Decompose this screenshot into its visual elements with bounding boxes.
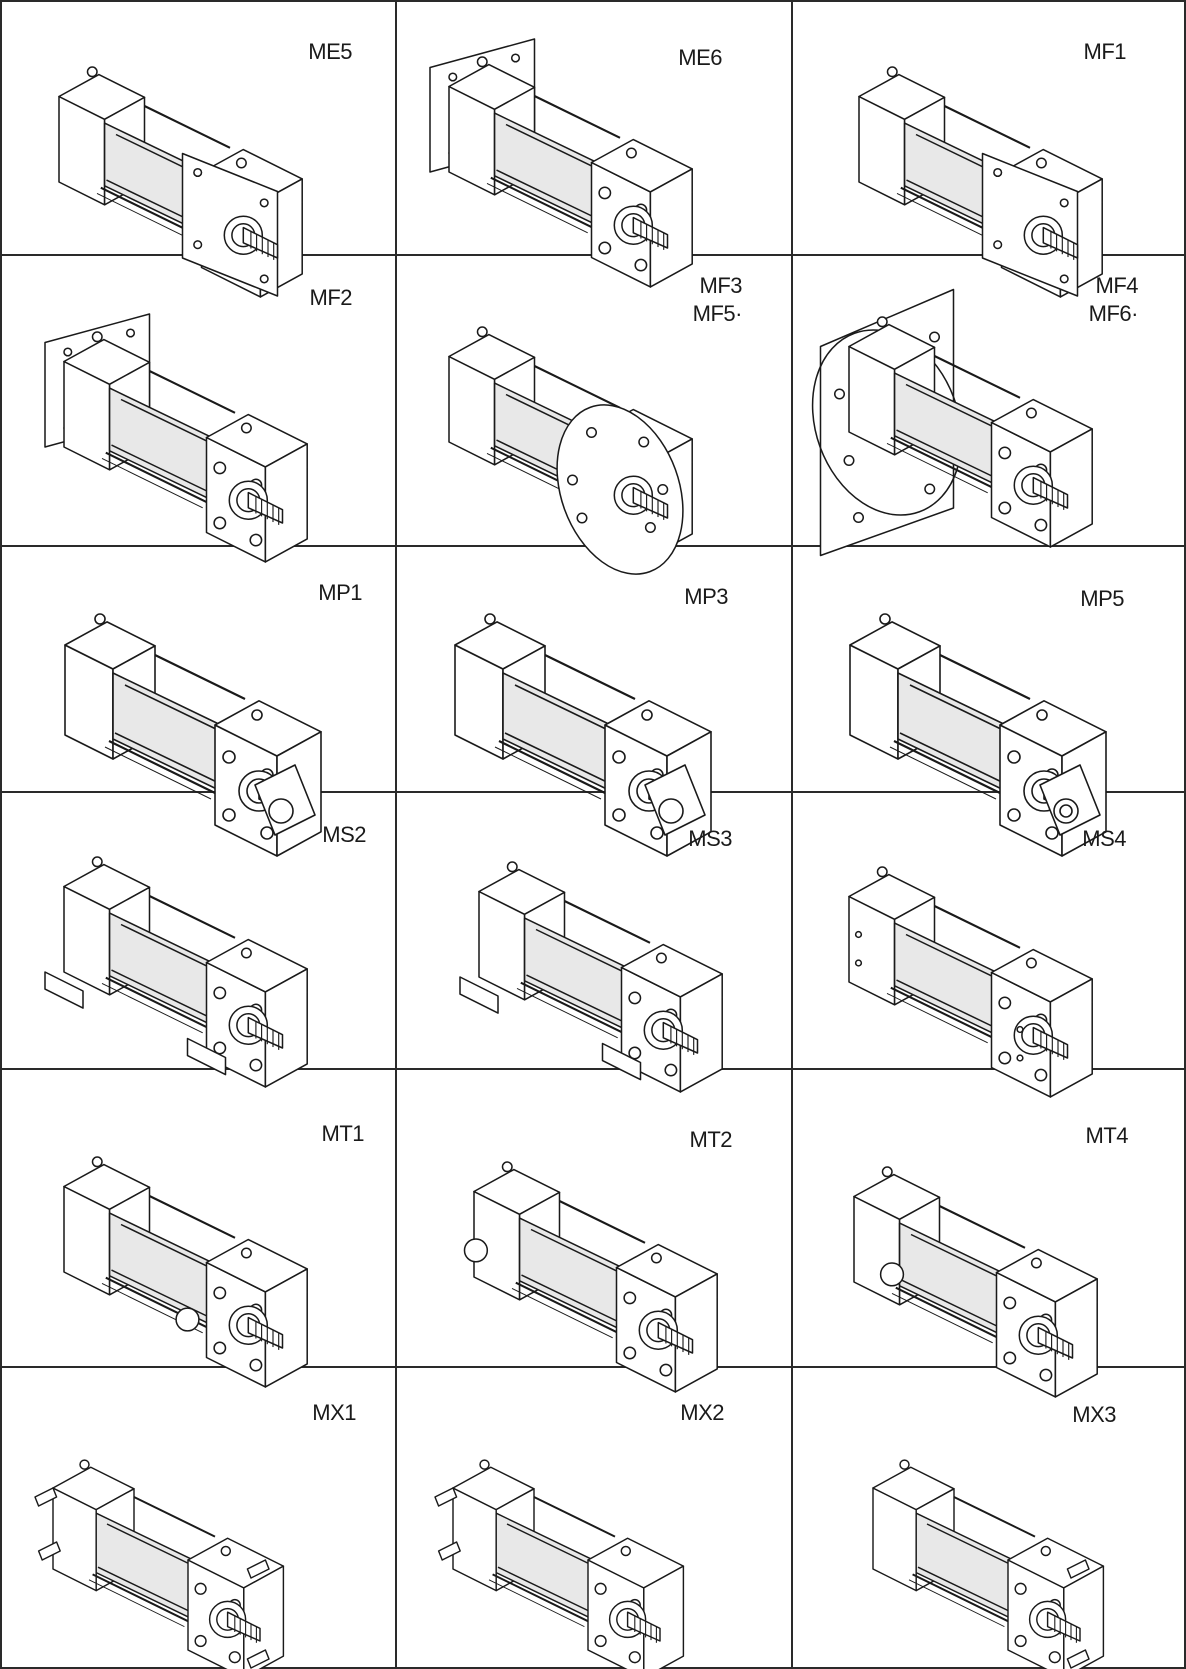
mount-code-line: MT4 — [1085, 1123, 1129, 1148]
mount-code-line: MS3 — [688, 826, 732, 851]
cylinder-mp1-drawing — [64, 613, 322, 857]
cylinder-mt4-drawing — [853, 1166, 1098, 1398]
cylinder-me5-drawing — [58, 66, 303, 298]
mount-code-line: MF1 — [1083, 39, 1127, 64]
cylinder-mf2-drawing — [44, 313, 308, 563]
cylinder-ms4-drawing — [848, 866, 1093, 1098]
mount-code-label: MF2 — [310, 284, 353, 312]
cylinder-mx3-drawing — [872, 1459, 1105, 1669]
mount-code-label: MS4 — [1082, 825, 1126, 853]
mount-code-line: MP1 — [318, 580, 362, 605]
cylinder-ms2-drawing — [44, 856, 308, 1088]
cylinder-mx1-drawing — [34, 1459, 285, 1669]
mount-code-label: ME5 — [308, 38, 352, 66]
mount-code-line: MT1 — [321, 1121, 365, 1146]
mount-code-label: MT4 — [1086, 1122, 1129, 1150]
mount-code-line: MX3 — [1072, 1402, 1116, 1427]
mount-code-label: MP1 — [318, 579, 362, 607]
mount-code-line: MF6· — [1088, 301, 1139, 326]
mount-code-line: ME6 — [678, 45, 722, 70]
mount-code-label: MF1 — [1084, 38, 1127, 66]
mount-code-label: ME6 — [678, 44, 722, 72]
mount-code-line: MP5 — [1080, 586, 1124, 611]
cylinder-mp3-drawing — [454, 613, 712, 857]
mount-code-line: ME5 — [308, 39, 352, 64]
mount-code-label: MT2 — [690, 1126, 733, 1154]
mount-code-label: MP5 — [1080, 585, 1124, 613]
cylinder-mf1-drawing — [858, 66, 1103, 298]
mount-code-line: MX1 — [312, 1400, 356, 1425]
mount-code-label: MX3 — [1072, 1401, 1116, 1429]
mount-code-line: MF5· — [692, 301, 743, 326]
cylinder-mt2-drawing — [463, 1161, 718, 1393]
mount-code-line: MF3 — [699, 273, 743, 298]
mount-code-label: MS3 — [688, 825, 732, 853]
mount-code-line: MF4 — [1095, 273, 1139, 298]
cylinder-ms3-drawing — [459, 861, 723, 1093]
cylinder-mt1-drawing — [63, 1156, 308, 1388]
mount-code-line: MP3 — [684, 584, 728, 609]
mount-code-label: MT1 — [322, 1120, 365, 1148]
cylinder-mx2-drawing — [434, 1459, 685, 1669]
mount-code-label: MX1 — [312, 1399, 356, 1427]
cylinder-mp5-drawing — [849, 613, 1107, 857]
mount-code-line: MF2 — [309, 285, 353, 310]
mount-code-line: MX2 — [680, 1400, 724, 1425]
mount-code-line: MT2 — [689, 1127, 733, 1152]
mount-code-line: MS4 — [1082, 826, 1126, 851]
cylinder-mf4-drawing — [811, 288, 1093, 557]
mount-code-label: MX2 — [680, 1399, 724, 1427]
mount-code-label: MP3 — [684, 583, 728, 611]
mount-code-label: MS2 — [322, 821, 366, 849]
cylinder-me6-drawing — [429, 38, 693, 288]
mount-code-line: MS2 — [322, 822, 366, 847]
cylinder-mf3-drawing — [448, 326, 693, 575]
